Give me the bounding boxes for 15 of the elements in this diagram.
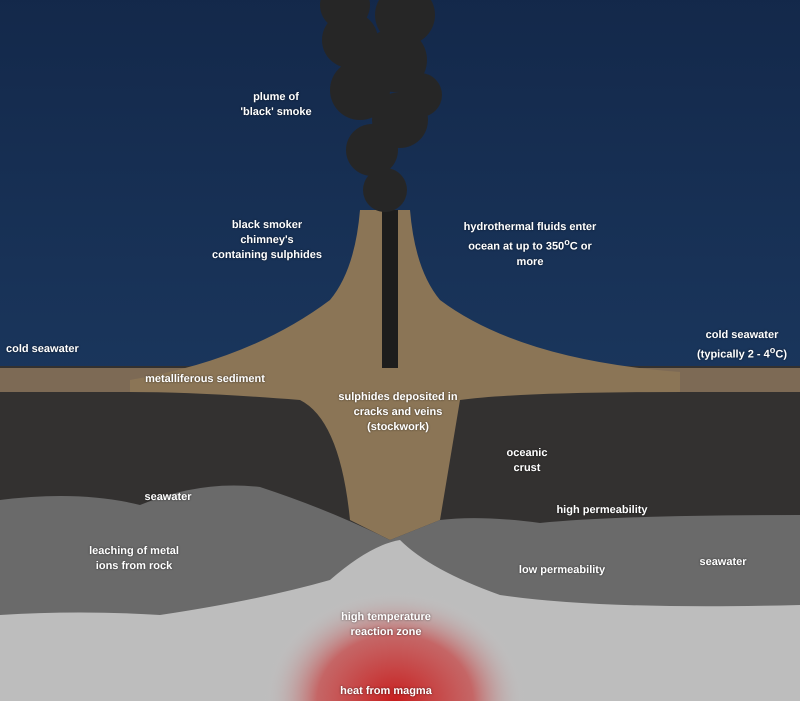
label-text: seawater (143, 490, 193, 505)
label-text: black smoker chimney's containing sulphides (212, 218, 322, 263)
label-text: oceanic crust (506, 446, 548, 476)
label-text: high temperature reaction zone (340, 610, 432, 640)
label-text: metalliferous sediment (144, 372, 266, 387)
label-text: sulphides deposited in cracks and veins (stockwork) (337, 390, 459, 435)
label-text: hydrothermal fluids enter ocean at up to 350$^{o}$C or more (462, 220, 598, 270)
label-text: low permeability (518, 563, 606, 578)
label-text: cold seawater (6, 342, 80, 357)
label-text: plume of 'black' smoke (239, 90, 313, 120)
label-text: cold seawater (typically 2 - 4$^{o}$C) (696, 328, 788, 363)
label-text: leaching of metal ions from rock (88, 544, 180, 574)
label-text: seawater (698, 555, 748, 570)
label-text: high permeability (555, 503, 649, 518)
label-text: heat from magma (339, 684, 433, 699)
